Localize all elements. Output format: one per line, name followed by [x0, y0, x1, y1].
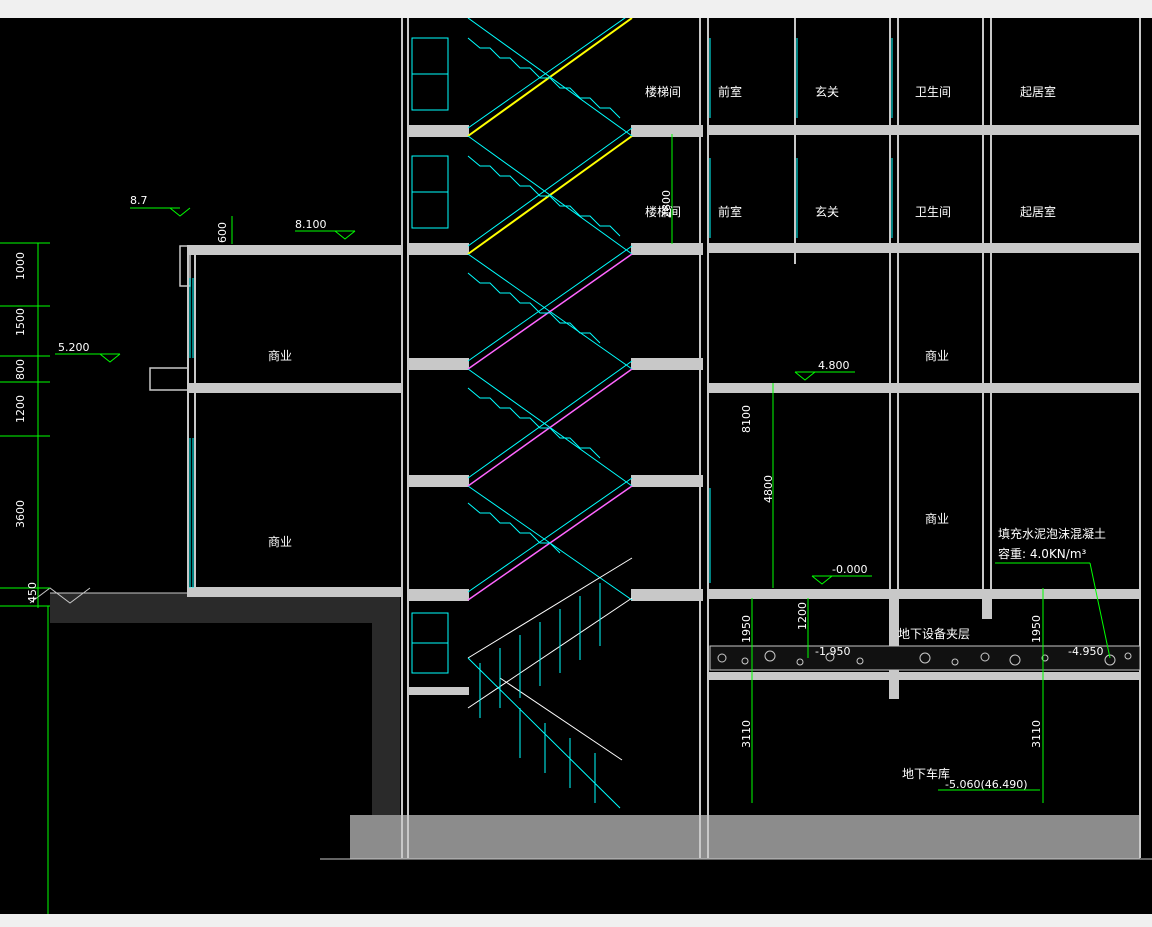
level-garage: -5.060(46.490): [945, 778, 1028, 791]
room-label-entry-upper: 玄关: [815, 84, 839, 99]
dim-1200-left: 1200: [14, 395, 27, 423]
dim-8100: 8100: [740, 405, 753, 433]
room-label-mech-mezzanine: 地下设备夹层: [898, 627, 970, 641]
stair-core-walls: [401, 18, 709, 858]
room-label-commercial-right-lower: 商业: [925, 511, 949, 526]
dim-1000: 1000: [14, 252, 27, 280]
dim-1200-mid: 1200: [796, 602, 809, 630]
room-label-entry-middle: 玄关: [815, 204, 839, 219]
room-label-bath-middle: 卫生间: [915, 205, 951, 219]
right-building: [707, 18, 1141, 858]
level-mezz-left: -1.950: [815, 645, 850, 658]
ground-hatch: [29, 587, 1152, 860]
dim-3110-left: 3110: [740, 720, 753, 748]
dim-600: 600: [216, 222, 229, 243]
room-label-foyer-middle: 前室: [718, 204, 742, 219]
dimension-texts: 600 2800 1000 1500 800 1200 3600 450 810…: [14, 190, 1043, 748]
dim-450: 450: [26, 582, 39, 603]
room-label-commercial-left-lower: 商业: [268, 534, 292, 549]
dim-3110-right: 3110: [1030, 720, 1043, 748]
room-labels: 楼梯间 楼梯间 前室 前室 玄关 玄关 卫生间 卫生间 起居室 起居室 商业 商…: [268, 84, 1056, 781]
cad-drawing-canvas: 楼梯间 楼梯间 前室 前室 玄关 玄关 卫生间 卫生间 起居室 起居室 商业 商…: [0, 18, 1152, 914]
room-label-living-upper: 起居室: [1020, 84, 1056, 99]
dimension-lines: [0, 134, 1111, 914]
dim-800: 800: [14, 359, 27, 380]
room-label-stair-middle: 楼梯间: [645, 204, 681, 219]
level-right-mid: 4.800: [818, 359, 850, 372]
dim-2800: 2800: [660, 190, 673, 218]
material-note: 填充水泥泡沫混凝土 容重: 4.0KN/m³: [998, 526, 1106, 561]
level-left-mid: 5.200: [58, 341, 90, 354]
level-parapet: 8.7: [130, 194, 148, 207]
fill-note-line1: 填充水泥泡沫混凝土: [998, 526, 1106, 541]
room-label-bath-upper: 卫生间: [915, 85, 951, 99]
room-label-commercial-right-upper: 商业: [925, 348, 949, 363]
level-mezz-right: -4.950: [1068, 645, 1103, 658]
foam-concrete-fill: [709, 645, 1141, 671]
level-markers: 8.7 8.100 5.200 4.800 -0.000 -1.950 -4.9…: [58, 194, 1103, 791]
room-label-foyer-upper: 前室: [718, 84, 742, 99]
level-roof: 8.100: [295, 218, 327, 231]
level-ground: -0.000: [832, 563, 867, 576]
room-label-living-middle: 起居室: [1020, 204, 1056, 219]
dim-1500: 1500: [14, 308, 27, 336]
dim-1950-right: 1950: [1030, 615, 1043, 643]
room-label-stair-upper: 楼梯间: [645, 84, 681, 99]
room-label-garage: 地下车库: [902, 766, 950, 781]
section-drawing: 楼梯间 楼梯间 前室 前室 玄关 玄关 卫生间 卫生间 起居室 起居室 商业 商…: [0, 18, 1152, 914]
left-building: [149, 245, 401, 597]
room-label-commercial-left-upper: 商业: [268, 348, 292, 363]
dim-1950-left: 1950: [740, 615, 753, 643]
dim-3600: 3600: [14, 500, 27, 528]
stair-flights: [467, 18, 633, 809]
fill-note-line2: 容重: 4.0KN/m³: [998, 546, 1087, 561]
dim-4800: 4800: [762, 475, 775, 503]
